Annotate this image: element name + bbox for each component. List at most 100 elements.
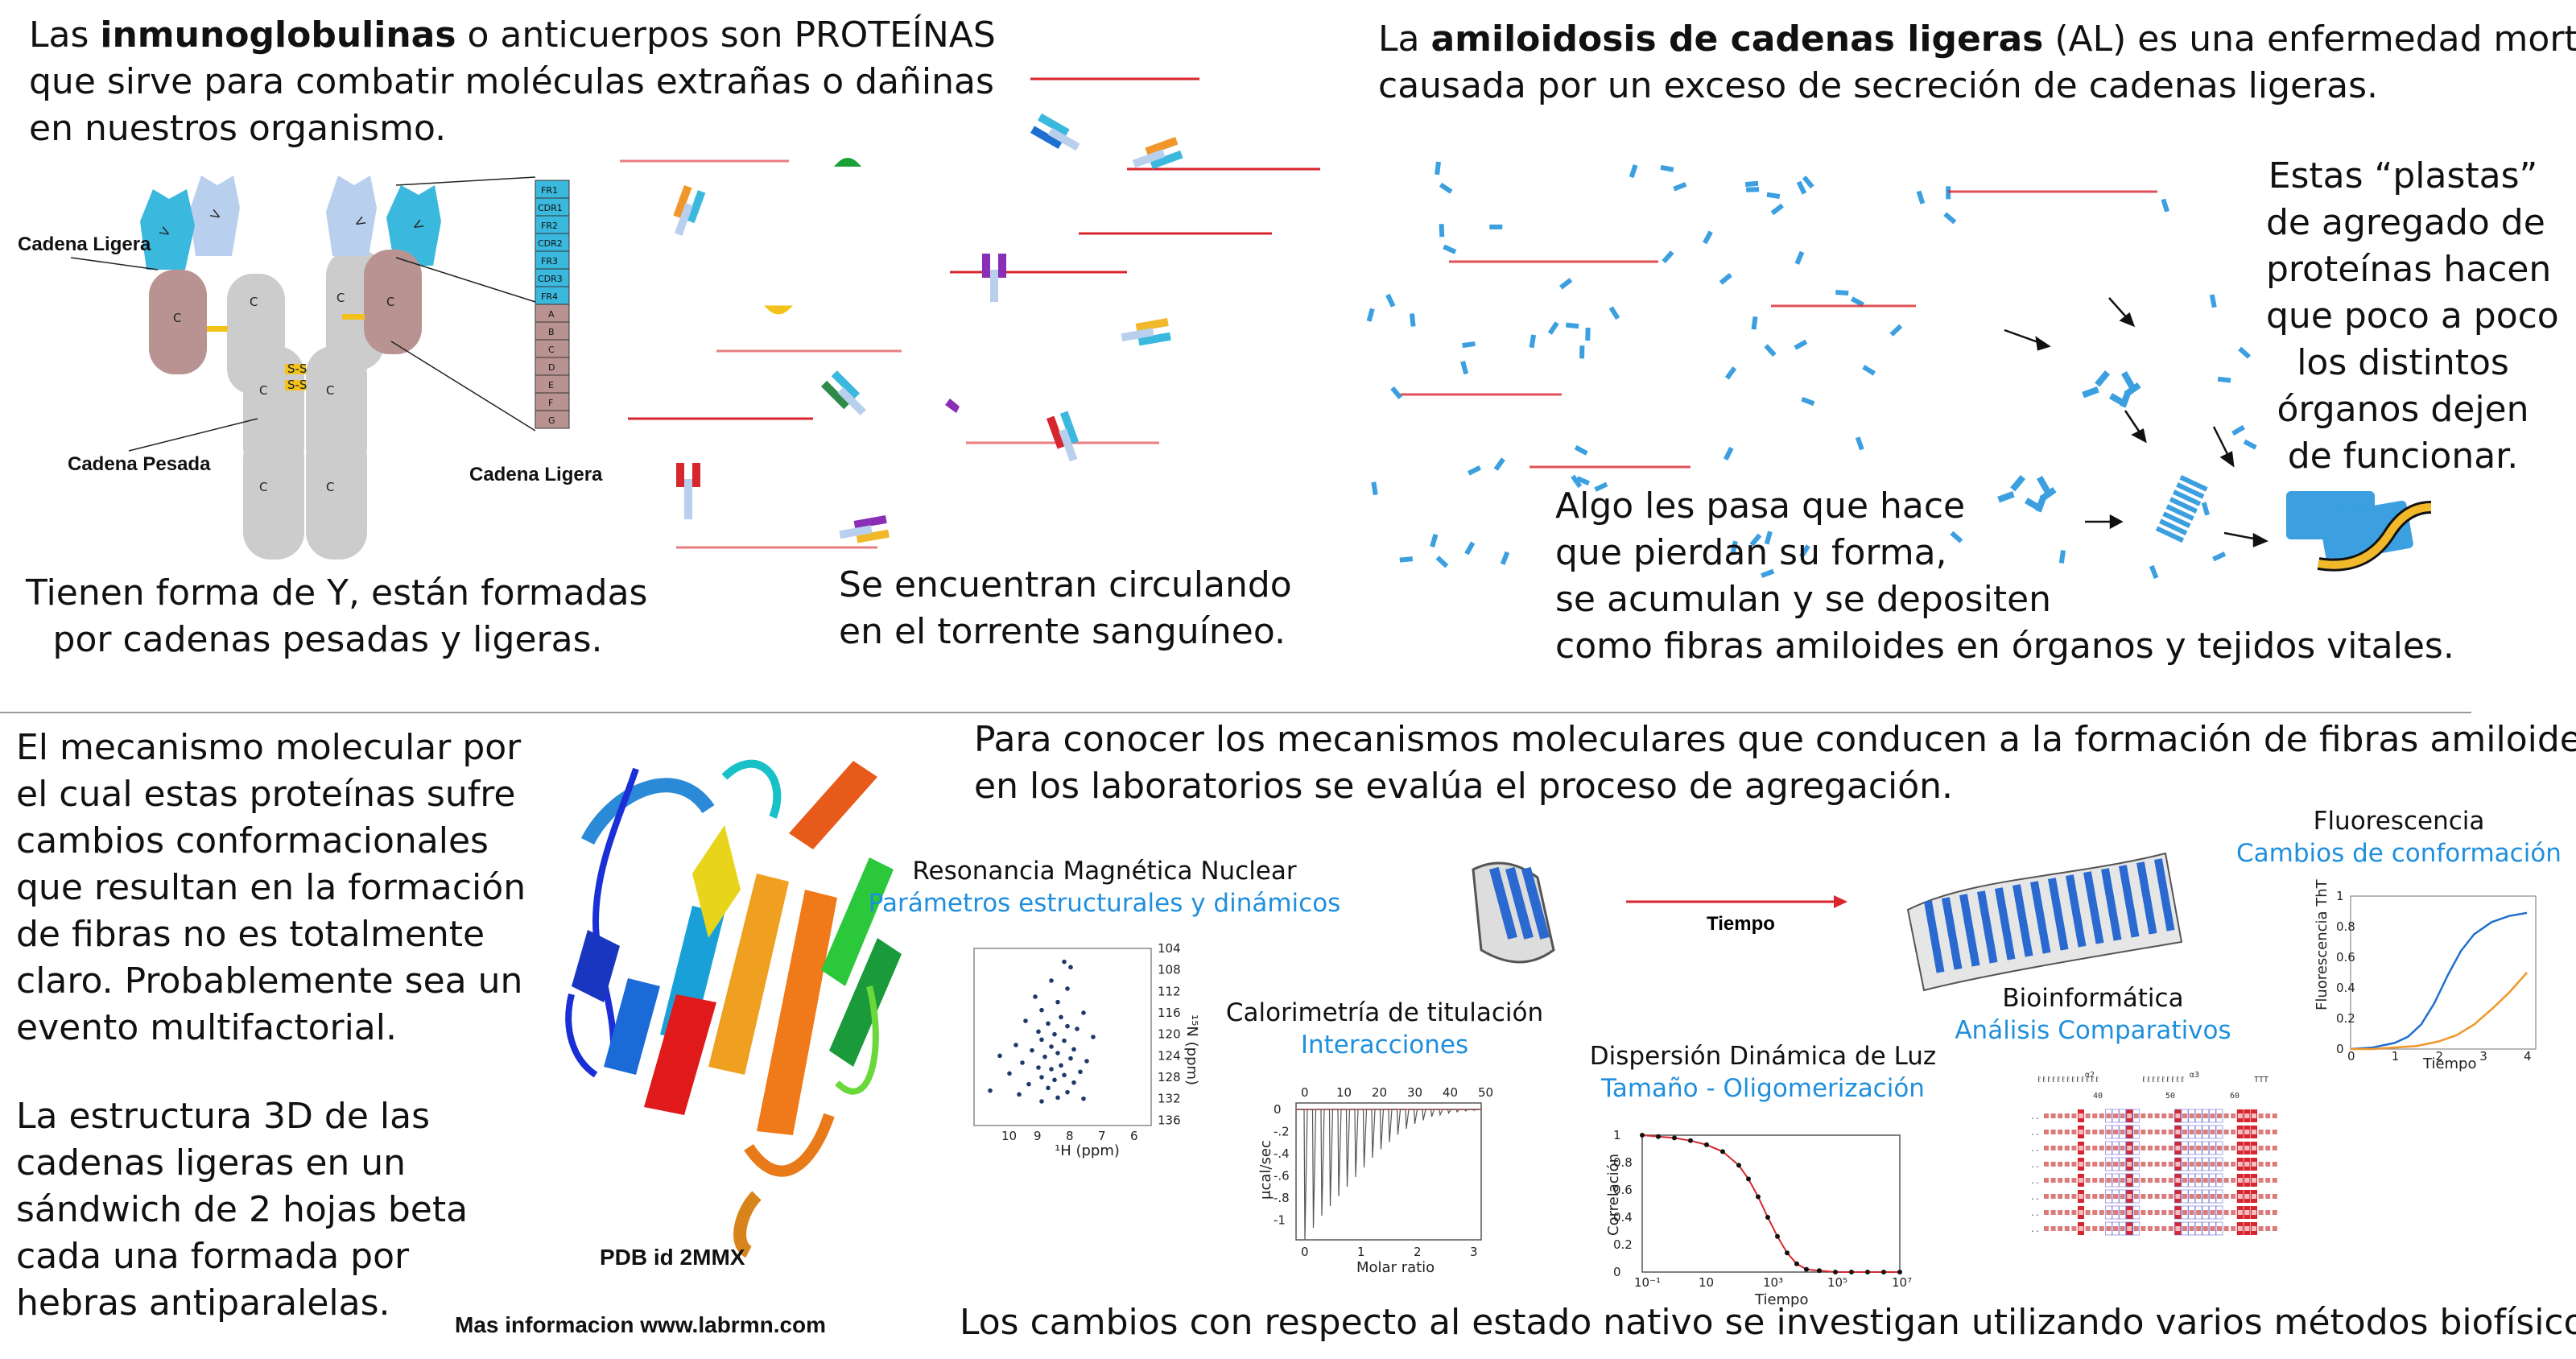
vh-domain-left — [189, 176, 240, 256]
nmr-xtick: 7 — [1098, 1129, 1106, 1143]
protein-fragment — [1500, 551, 1510, 565]
alignment-prefix: .. — [2030, 1161, 2040, 1170]
nmr-peak — [1030, 1047, 1034, 1053]
protein-fragment — [2243, 439, 2257, 450]
itc-ytick: -.6 — [1274, 1169, 1290, 1183]
more-info-link[interactable]: Mas informacion www.labrmn.com — [455, 1312, 827, 1337]
mechanism-line: de fibras no es totalmente — [16, 914, 485, 955]
svg-text:CDR1: CDR1 — [538, 203, 563, 213]
svg-text:C: C — [386, 295, 394, 309]
fibril-strand — [2030, 881, 2051, 954]
dls-xtick: 10³ — [1763, 1275, 1783, 1290]
svg-text:C: C — [259, 480, 267, 494]
methods-caption: Los cambios con respecto al estado nativ… — [960, 1302, 2576, 1343]
fluor-xtick: 2 — [2436, 1049, 2444, 1064]
protein-fragment — [1746, 187, 1760, 192]
protein-fragment — [1399, 556, 1414, 563]
dls-point — [1765, 1215, 1770, 1220]
misfold-line: como fibras amiloides en órganos y tejid… — [1555, 626, 2454, 667]
protein-fragment — [1390, 386, 1403, 400]
dls-xtick: 10⁻¹ — [1634, 1275, 1661, 1290]
dls-point — [1720, 1149, 1725, 1155]
fibril-strand — [2100, 868, 2122, 941]
nmr-ytick: 104 — [1158, 941, 1181, 956]
dls-ytick: 1 — [1613, 1128, 1621, 1142]
nmr-xtick: 10 — [1001, 1129, 1017, 1143]
nmr-peak — [1013, 1043, 1018, 1047]
svg-text:A: A — [548, 309, 555, 320]
protein-fragment — [1673, 182, 1687, 192]
protein-fragment — [1460, 361, 1469, 375]
nmr-peak — [1049, 1044, 1054, 1049]
svg-text:C: C — [336, 291, 345, 305]
nmr-peak — [1068, 965, 1073, 970]
fluor-series-0 — [2350, 911, 2528, 1051]
fibril-strand — [2066, 874, 2087, 948]
protein-fragment — [1724, 366, 1737, 380]
dls-ytick: 0 — [1613, 1265, 1621, 1279]
svg-text:α2: α2 — [2085, 1071, 2095, 1080]
protein-fragment — [2212, 551, 2227, 562]
misfold-line: se acumulan y se depositen — [1555, 579, 2052, 620]
protein-fragment — [1629, 164, 1638, 179]
svg-text:ℓℓℓℓℓℓℓℓℓℓℓℓℓ: ℓℓℓℓℓℓℓℓℓℓℓℓℓ — [2037, 1076, 2099, 1084]
light-chain-label-right: Cadena Ligera — [469, 464, 603, 485]
dls-point — [1672, 1135, 1677, 1141]
nmr-peak — [1084, 1059, 1089, 1064]
protein-fragment — [1366, 308, 1375, 322]
itc-ytick: -.4 — [1274, 1146, 1290, 1161]
protein-fragment — [1723, 447, 1734, 461]
fibril-strand — [1959, 894, 1980, 967]
nmr-ytick: 116 — [1158, 1006, 1181, 1020]
protein-fragment — [1943, 212, 1957, 225]
itc-ytick: -.8 — [1274, 1191, 1290, 1205]
fluorescence-title: Fluorescencia Cambios de conformación — [2236, 807, 2562, 868]
fluor-ytick: 0.4 — [2336, 981, 2355, 995]
protein-fragment — [1660, 164, 1674, 172]
nmr-xtick: 9 — [1034, 1129, 1042, 1143]
nmr-peak — [1039, 1075, 1044, 1080]
protein-fragment — [1855, 436, 1864, 451]
fluor-ytick: 0.6 — [2336, 950, 2355, 965]
nmr-peak — [1059, 1063, 1063, 1068]
protein-fragment — [1547, 321, 1559, 335]
antibody-icons — [673, 113, 1183, 543]
protein-fragment — [2217, 376, 2231, 383]
svg-text:40: 40 — [2093, 1092, 2103, 1101]
pdb-label: PDB id 2MMX — [600, 1245, 745, 1270]
protein-fragment — [1594, 481, 1608, 492]
protein-fragment — [1464, 541, 1476, 556]
protein-fragment — [2149, 564, 2159, 579]
dls-ytick: 0.8 — [1613, 1155, 1633, 1170]
protein-fragment — [1443, 244, 1457, 254]
dls-title: Dispersión Dinámica de Luz Tamaño - Olig… — [1589, 1042, 1937, 1103]
fluor-xtick: 3 — [2479, 1049, 2487, 1064]
nmr-peak — [1042, 1054, 1047, 1060]
svg-text:60: 60 — [2230, 1092, 2240, 1101]
svg-text:FR4: FR4 — [541, 291, 558, 302]
svg-text:C: C — [250, 295, 258, 309]
nmr-peak — [1036, 1065, 1041, 1070]
heavy-chain-label: Cadena Pesada — [68, 453, 211, 475]
itc-xtick: 3 — [1470, 1245, 1478, 1259]
nmr-ytick: 108 — [1158, 963, 1181, 977]
nmr-peak — [1068, 1055, 1073, 1061]
svg-text:B: B — [548, 327, 555, 337]
protein-fragment — [1608, 306, 1620, 320]
nmr-peak — [1055, 1095, 1060, 1101]
protein-fragment — [1801, 396, 1815, 407]
alignment-prefix: .. — [2030, 1145, 2040, 1154]
dls-point — [1897, 1270, 1902, 1274]
nmr-ytick: 124 — [1158, 1048, 1181, 1063]
protein-fragment — [1719, 272, 1732, 285]
nmr-peak — [1026, 1081, 1031, 1087]
nmr-peak — [1046, 1021, 1051, 1026]
fibril-strand — [2154, 858, 2175, 931]
nmr-peak — [1062, 959, 1067, 965]
itc-top-tick: 40 — [1443, 1085, 1458, 1100]
dls-xtick: 10 — [1699, 1275, 1714, 1290]
nmr-xtick: 8 — [1066, 1129, 1074, 1143]
protein-fragment — [1703, 230, 1713, 245]
itc-top-tick: 50 — [1478, 1085, 1493, 1100]
